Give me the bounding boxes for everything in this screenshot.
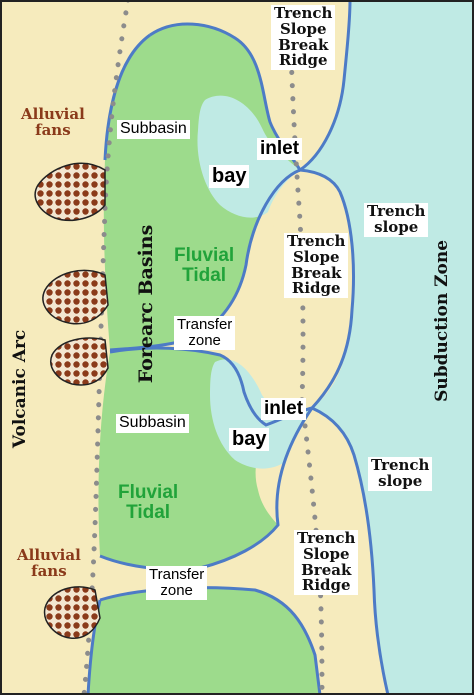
alluvial-fan-4 xyxy=(43,586,101,639)
transfer-zone-bottom-label: Transfer zone xyxy=(146,566,208,600)
trench-slope-break-ridge-bottom-label: Trench Slope Break Ridge xyxy=(294,530,359,595)
shoreline-6 xyxy=(99,407,314,571)
dotted-boundaries xyxy=(81,0,325,695)
alluvial-fans-top-label: Alluvial fans xyxy=(21,105,85,139)
subbasin-bottom-label: Subbasin xyxy=(116,414,189,433)
forearc-basins-label: Forearc Basins xyxy=(135,224,158,384)
shoreline-9 xyxy=(103,33,151,161)
bottom-basin xyxy=(88,587,320,695)
dotted-line-east-lower xyxy=(299,397,325,695)
bay-bottom-label: bay xyxy=(229,428,270,451)
shoreline-7 xyxy=(99,586,322,695)
alluvial-fan-2 xyxy=(42,269,109,325)
trench-water xyxy=(300,0,474,695)
subduction-zone-label: Subduction Zone xyxy=(432,239,453,402)
trench-slope-break-ridge-mid-label: Trench Slope Break Ridge xyxy=(284,233,349,298)
shoreline-3 xyxy=(109,168,301,352)
fluvial-tidal-bottom-label: Fluvial Tidal xyxy=(118,482,179,523)
alluvial-fan-3 xyxy=(50,337,109,386)
fluvial-tidal-top-label: Fluvial Tidal xyxy=(174,245,235,286)
upper-basin xyxy=(103,23,300,350)
trench-slope-break-ridge-top-label: Trench Slope Break Ridge xyxy=(271,5,336,70)
volcanic-arc-label: Volcanic Arc xyxy=(10,329,31,449)
alluvial-fan-1 xyxy=(34,162,106,222)
trench-slope-bottom-label: Trench slope xyxy=(368,457,433,491)
shoreline-5 xyxy=(311,406,390,695)
shoreline-2 xyxy=(299,168,355,410)
inlet-top-label: inlet xyxy=(257,138,303,160)
alluvial-fans xyxy=(34,162,109,639)
inlet-bottom-label: inlet xyxy=(261,398,307,420)
trench-slope-top-label: Trench slope xyxy=(364,203,429,237)
alluvial-fans-bottom-label: Alluvial fans xyxy=(17,546,81,580)
bay-top-label: bay xyxy=(209,165,250,188)
subbasin-top-label: Subbasin xyxy=(117,120,190,139)
transfer-zone-top-label: Transfer zone xyxy=(174,316,236,350)
